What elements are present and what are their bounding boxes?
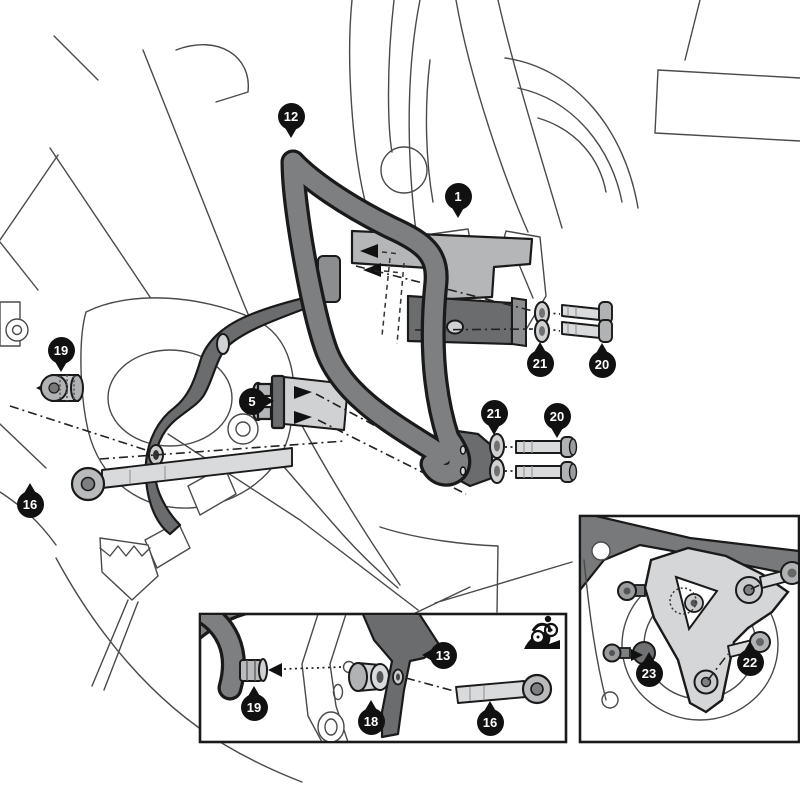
callout-number: 23 [641, 665, 657, 681]
callout-number: 16 [482, 714, 498, 730]
flanged-nut-detail [239, 658, 282, 682]
callout-number: 5 [248, 393, 256, 409]
callout-19-flanged-nut-detail: 19 [240, 685, 268, 721]
knurled-nut-19 [36, 374, 84, 402]
arrow-left-icon [360, 244, 378, 258]
callout-pointer [550, 425, 564, 438]
bolt-top-right [759, 561, 798, 589]
callout-pointer [451, 205, 465, 218]
arrow-right-icon [294, 411, 312, 424]
callout-pointer [487, 422, 501, 435]
callout-number: 12 [283, 108, 299, 124]
callout-21-washers-lower: 21 [480, 399, 508, 435]
callout-number: 20 [549, 408, 565, 424]
callout-pointer [595, 342, 609, 355]
callout-number: 16 [22, 496, 38, 512]
motorcycle-icon [524, 615, 560, 649]
callout-pointer [247, 685, 261, 698]
callout-number: 19 [53, 342, 69, 358]
callout-pointer [261, 394, 274, 408]
callout-18-cylindrical-spacer: 18 [357, 699, 385, 735]
bolts-upper-20 [561, 301, 613, 343]
callout-5-spacer-block-with-bolts: 5 [238, 387, 274, 415]
lower-mount-bracket [362, 615, 442, 739]
callout-22-button-head-bolt: 22 [736, 640, 764, 676]
front-mounting-strap [144, 294, 322, 536]
callout-pointer [642, 651, 656, 664]
callout-20-pan-head-bolts-lower: 20 [543, 402, 571, 438]
spacer-block [252, 374, 349, 431]
arrow-left-icon [268, 663, 282, 677]
arrow-left-icon [363, 263, 381, 277]
arrow-right-icon [294, 386, 312, 399]
callout-1-mounting-plate: 1 [444, 182, 472, 218]
inset-engine-bracket-content [581, 517, 798, 721]
callout-16-flat-head-bolt-detail: 16 [476, 700, 504, 736]
callout-number: 13 [435, 647, 451, 663]
callout-21-washers-upper: 21 [526, 341, 554, 377]
callout-12-engine-guard-tube: 12 [277, 102, 305, 138]
callout-pointer [54, 359, 68, 372]
callout-number: 22 [742, 654, 758, 670]
callout-number: 21 [486, 405, 502, 421]
inset-lower-mount-content [201, 615, 560, 741]
callout-20-pan-head-bolts-upper: 20 [588, 342, 616, 378]
callout-number: 18 [363, 713, 379, 729]
washers-lower-21 [489, 433, 505, 484]
cylindrical-spacer-detail [348, 662, 390, 692]
callout-pointer [533, 341, 547, 354]
flat-head-bolt-16 [70, 447, 293, 502]
fixing-bolt-lower [602, 643, 643, 663]
callout-pointer [364, 699, 378, 712]
callout-23-spacer-engine-bracket: 23 [635, 651, 663, 687]
callout-pointer [23, 482, 37, 495]
callout-pointer [284, 125, 298, 138]
callout-16-flat-head-bolt: 16 [16, 482, 44, 518]
callout-number: 1 [454, 188, 462, 204]
callout-number: 21 [532, 355, 548, 371]
callout-number: 20 [594, 356, 610, 372]
callout-13-lower-mount-bracket: 13 [421, 641, 457, 669]
callout-pointer [483, 700, 497, 713]
callout-pointer [743, 640, 757, 653]
callout-19-knurled-flanged-nut: 19 [47, 336, 75, 372]
arrow-right-icon [631, 649, 643, 661]
engine-guard-tube [280, 149, 494, 488]
bolts-lower-20 [515, 436, 578, 483]
callout-pointer [421, 648, 434, 662]
flat-head-bolt-detail [455, 673, 553, 705]
callout-number: 19 [246, 699, 262, 715]
washers-upper-21 [534, 301, 550, 343]
